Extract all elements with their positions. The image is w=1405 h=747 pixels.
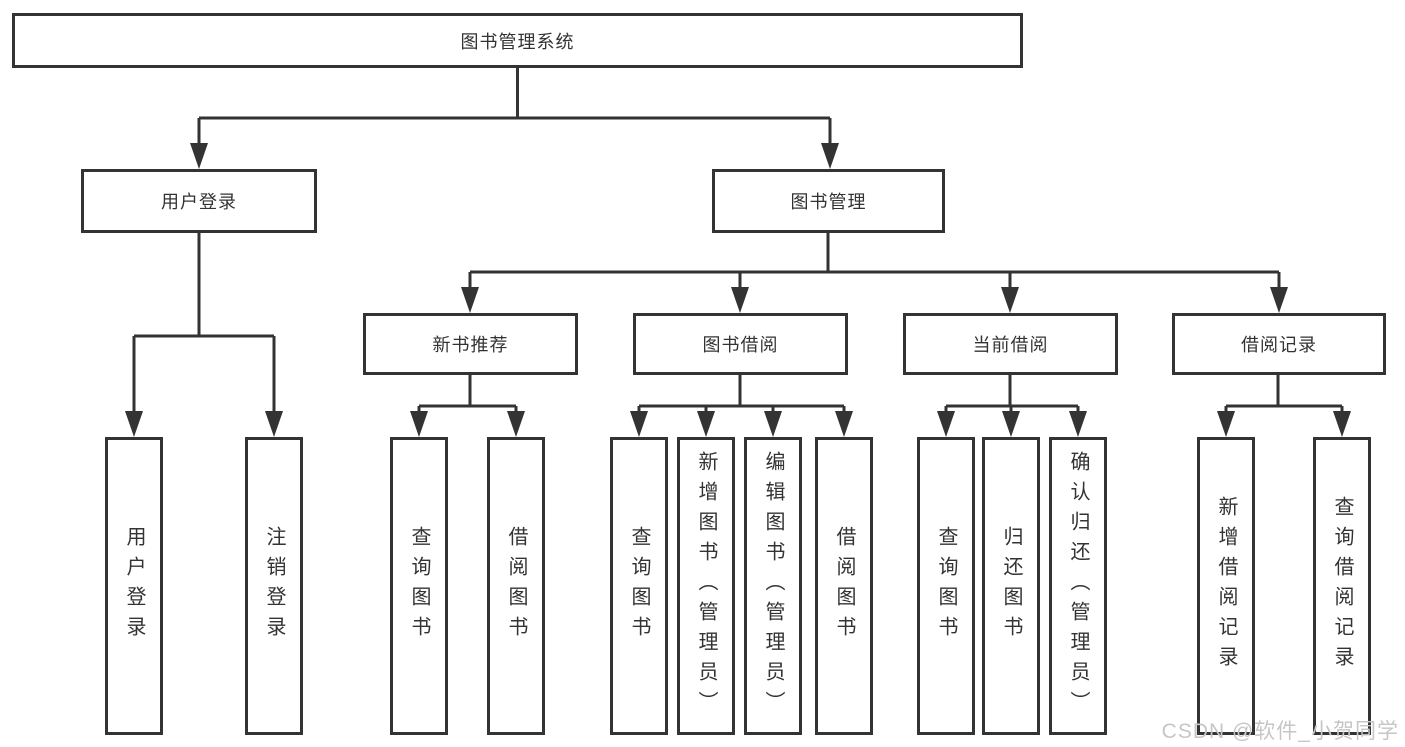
- leaf-borrow-books-1: 借阅图书: [487, 437, 545, 735]
- connector-line: [468, 232, 1281, 297]
- arrowhead-icon: [265, 411, 283, 437]
- leaf-logout: 注销登录: [245, 437, 303, 735]
- leaf-add-books-admin: 新增图书（管理员）: [677, 437, 735, 735]
- arrowhead-icon: [1001, 287, 1019, 313]
- node-book-management-branch: 图书管理: [712, 169, 945, 233]
- connector-line: [637, 375, 846, 421]
- node-current-borrowing: 当前借阅: [903, 313, 1118, 375]
- node-book-borrowing: 图书借阅: [633, 313, 848, 375]
- leaf-return-books: 归还图书: [982, 437, 1040, 735]
- arrowhead-icon: [410, 411, 428, 437]
- arrowhead-icon: [764, 411, 782, 437]
- arrowhead-icon: [1069, 411, 1087, 437]
- leaf-confirm-return-admin: 确认归还（管理员）: [1049, 437, 1107, 735]
- arrowhead-icon: [630, 411, 648, 437]
- leaf-query-borrow-record: 查询借阅记录: [1313, 437, 1371, 735]
- arrowhead-icon: [507, 411, 525, 437]
- arrowhead-icon: [1333, 411, 1351, 437]
- leaf-query-books-2: 查询图书: [610, 437, 668, 735]
- arrowhead-icon: [461, 287, 479, 313]
- arrowhead-icon: [697, 411, 715, 437]
- leaf-query-books-3: 查询图书: [917, 437, 975, 735]
- arrowhead-icon: [1002, 411, 1020, 437]
- leaf-query-books-1: 查询图书: [390, 437, 448, 735]
- arrowhead-icon: [821, 143, 839, 169]
- leaf-borrow-books-2: 借阅图书: [815, 437, 873, 735]
- node-new-book-recommendation: 新书推荐: [363, 313, 578, 375]
- arrowhead-icon: [125, 411, 143, 437]
- arrowhead-icon: [937, 411, 955, 437]
- connector-line: [197, 68, 832, 153]
- arrowhead-icon: [835, 411, 853, 437]
- node-library-management-system: 图书管理系统: [12, 13, 1023, 68]
- connector-line: [1224, 375, 1344, 421]
- arrowhead-icon: [1270, 287, 1288, 313]
- leaf-edit-books-admin: 编辑图书（管理员）: [744, 437, 802, 735]
- node-user-login-branch: 用户登录: [81, 169, 317, 233]
- arrowhead-icon: [1217, 411, 1235, 437]
- leaf-add-borrow-record: 新增借阅记录: [1197, 437, 1255, 735]
- leaf-user-login: 用户登录: [105, 437, 163, 735]
- node-borrowing-records: 借阅记录: [1172, 313, 1386, 375]
- arrowhead-icon: [190, 143, 208, 169]
- connector-line: [417, 375, 518, 421]
- arrowhead-icon: [731, 287, 749, 313]
- csdn-watermark: CSDN @软件_小贺同学: [1161, 720, 1399, 743]
- connector-line: [132, 233, 276, 421]
